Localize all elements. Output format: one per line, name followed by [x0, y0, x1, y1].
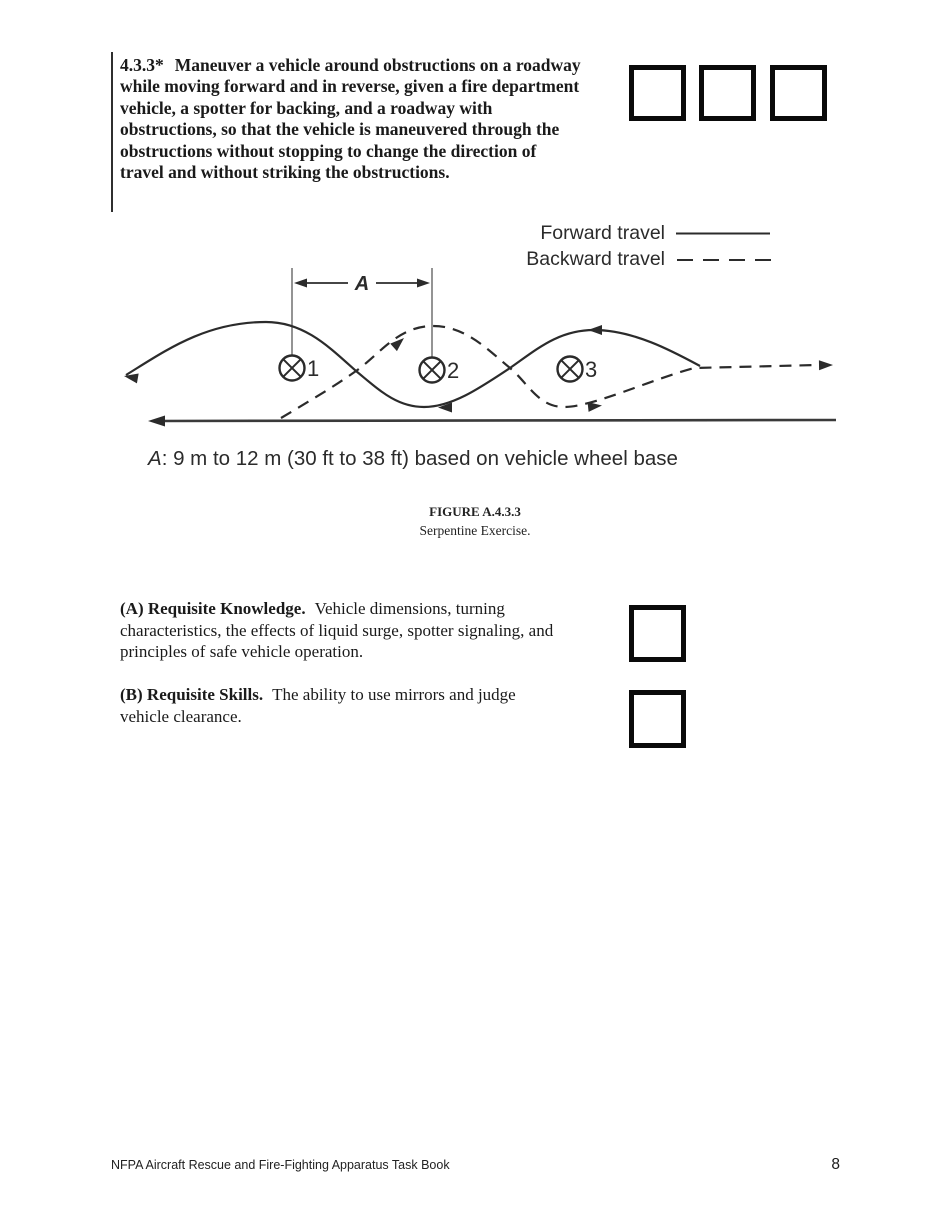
forward-travel-path: [124, 320, 701, 413]
cone-2-x-stroke: [422, 360, 442, 380]
section-number: 4.3.3*: [120, 55, 164, 75]
backward-arrowhead-trough-icon: [587, 401, 602, 412]
figure-dimension-caption: A: 9 m to 12 m (30 ft to 38 ft) based on…: [148, 447, 678, 471]
footer-document-title: NFPA Aircraft Rescue and Fire-Fighting A…: [111, 1158, 450, 1172]
cone-3-x-stroke: [560, 359, 580, 379]
backward-travel-path: [280, 324, 833, 419]
backward-travel-curve: [280, 324, 819, 419]
backward-arrowhead-right-end-icon: [818, 360, 833, 371]
page-number: 8: [831, 1156, 840, 1173]
caption-variable: A: [148, 447, 162, 470]
requisite-knowledge-checkbox[interactable]: [629, 605, 686, 662]
legend-backward-label: Backward travel: [526, 248, 665, 270]
cone-1-label: 1: [307, 356, 319, 381]
cone-2: 2: [418, 356, 459, 384]
requisite-skills-paragraph: (B) Requisite Skills.The ability to use …: [120, 684, 665, 727]
baseline-arrowhead-left-icon: [148, 415, 165, 427]
dimension-arrowhead-left-icon: [294, 278, 307, 288]
task-checkbox-3[interactable]: [770, 65, 827, 121]
task-checkbox-1[interactable]: [629, 65, 686, 121]
baseline-line: [153, 418, 837, 423]
backward-arrowhead-rise-icon: [390, 338, 404, 352]
forward-arrowhead-left-end-icon: [124, 373, 139, 384]
requisite-knowledge-text: Vehicle dimensions, turning characterist…: [120, 599, 554, 661]
dimension-label: A: [354, 273, 369, 295]
requisite-knowledge-paragraph: (A) Requisite Knowledge.Vehicle dimensio…: [120, 598, 665, 663]
task-paragraph: 4.3.3*Maneuver a vehicle around obstruct…: [120, 55, 680, 183]
figure-title: Serpentine Exercise.: [419, 523, 531, 538]
caption-text: : 9 m to 12 m (30 ft to 38 ft) based on …: [161, 447, 678, 470]
cone-3-label: 3: [585, 357, 597, 382]
task-body-text: Maneuver a vehicle around obstructions o…: [120, 55, 581, 183]
requisite-skills-checkbox[interactable]: [629, 690, 686, 748]
roadway-baseline: [148, 415, 837, 427]
cone-1-x-stroke: [282, 358, 302, 378]
figure-number: FIGURE A.4.3.3: [429, 504, 521, 519]
dimension-a: A: [291, 268, 433, 357]
serpentine-exercise-diagram: Forward travel Backward travel A: [124, 222, 837, 427]
forward-arrowhead-peak-icon: [588, 325, 602, 335]
cone-1: 1: [278, 354, 319, 382]
task-checkbox-2[interactable]: [699, 65, 756, 121]
requisite-knowledge-label: (A) Requisite Knowledge.: [120, 599, 306, 618]
cone-2-label: 2: [447, 358, 459, 383]
revision-change-bar: [111, 52, 113, 212]
legend: Forward travel Backward travel: [526, 222, 778, 270]
requisite-skills-text: The ability to use mirrors and judge veh…: [120, 685, 516, 726]
legend-forward-label: Forward travel: [540, 222, 665, 244]
requisite-skills-label: (B) Requisite Skills.: [120, 685, 264, 704]
dimension-arrowhead-right-icon: [417, 278, 430, 288]
cone-3: 3: [556, 355, 597, 383]
forward-arrowhead-trough-icon: [438, 402, 452, 413]
